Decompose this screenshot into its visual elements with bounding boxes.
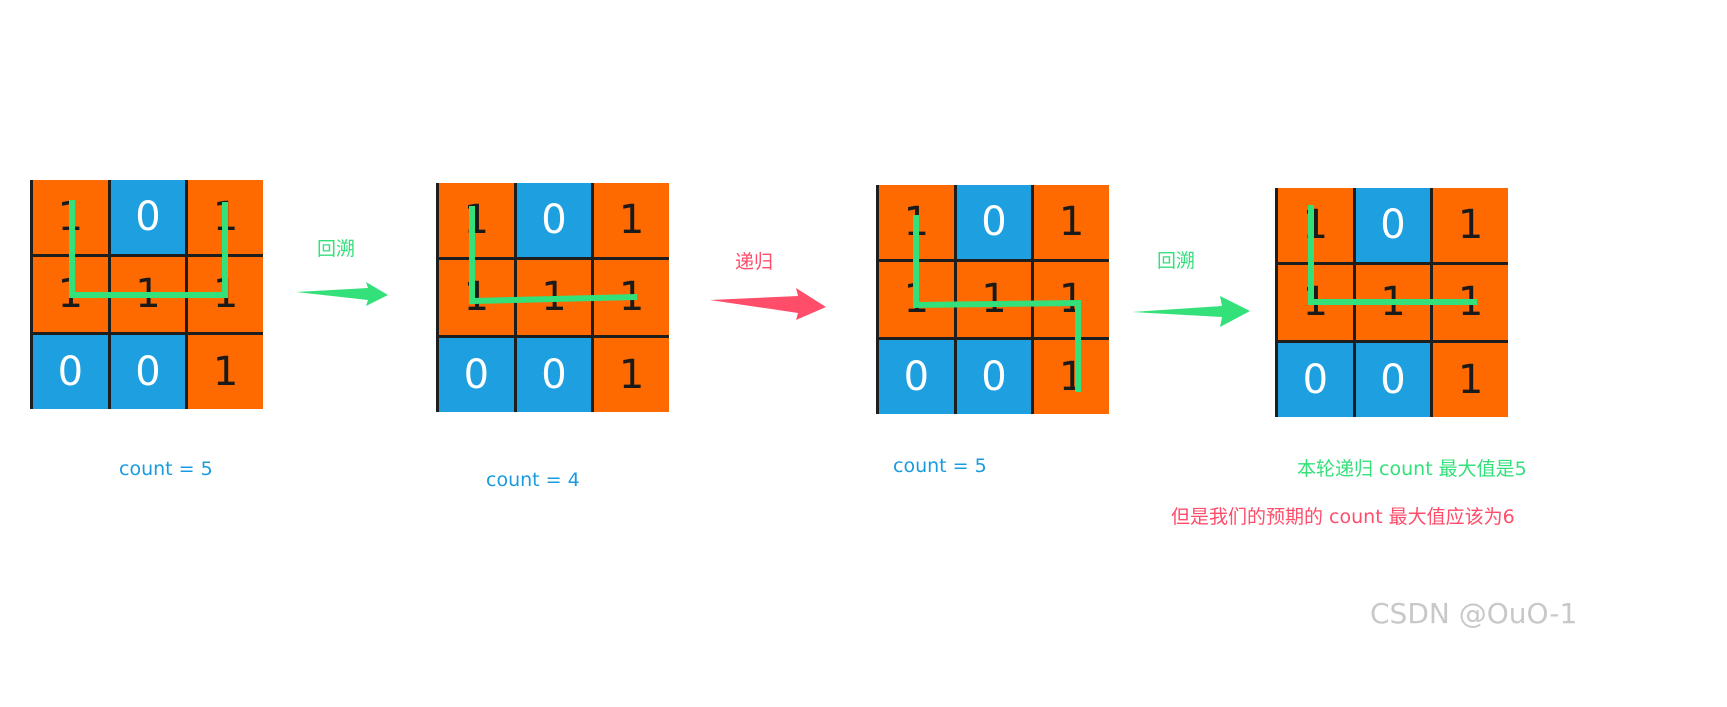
grid-cell: 1 — [1433, 342, 1508, 417]
grid-1-caption: count = 5 — [119, 458, 213, 480]
transition-1-label: 回溯 — [317, 238, 356, 260]
transition-3-label: 回溯 — [1157, 250, 1196, 272]
grid-cell: 1 — [1433, 188, 1508, 263]
grid-cell: 0 — [33, 334, 108, 409]
grid-cell: 1 — [188, 334, 263, 409]
grid-cell: 1 — [594, 337, 669, 412]
grid-cell: 0 — [439, 337, 514, 412]
grid-2-caption: count = 4 — [486, 469, 580, 491]
grid-cell: 0 — [516, 337, 592, 412]
grid-cell: 0 — [1278, 342, 1353, 417]
transition-2-label: 递归 — [735, 251, 774, 273]
grid-cell: 1 — [1433, 265, 1508, 340]
grid-3-caption: count = 5 — [893, 455, 987, 477]
grid-cell: 1 — [1355, 265, 1431, 340]
grid-cell: 1 — [1278, 188, 1353, 263]
note-expected-max: 但是我们的预期的 count 最大值应该为6 — [1171, 506, 1515, 528]
grid-cell: 0 — [1355, 342, 1431, 417]
grid-cell: 0 — [110, 334, 186, 409]
grid-4: 1 0 1 1 1 1 0 0 1 — [1275, 188, 1508, 417]
grid-cell: 1 — [1278, 265, 1353, 340]
watermark: CSDN @OuO-1 — [1370, 597, 1578, 630]
grid-cell: 0 — [1355, 188, 1431, 263]
note-max-this-round: 本轮递归 count 最大值是5 — [1297, 458, 1527, 480]
